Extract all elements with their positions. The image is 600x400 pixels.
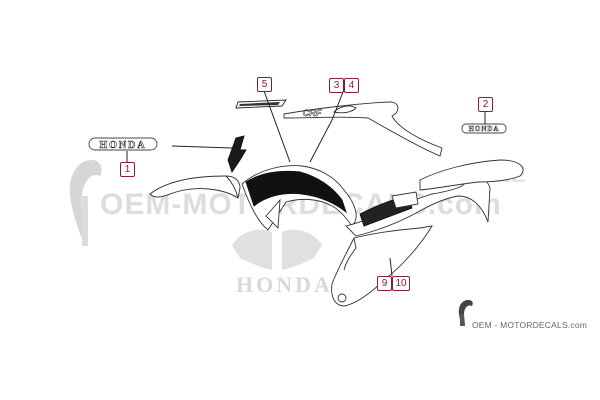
decal-honda-right-text: HONDA xyxy=(468,125,499,133)
part-side-panel xyxy=(345,177,491,237)
parts xyxy=(88,99,524,307)
watermark-brand-text: HONDA xyxy=(236,272,333,297)
part-rear-fender xyxy=(419,159,524,191)
callout-5: 5 xyxy=(257,77,272,92)
leader-910 xyxy=(389,257,393,277)
part-lower-shroud xyxy=(331,225,433,307)
callout-9: 9 xyxy=(377,276,392,291)
part-front-fender xyxy=(149,175,241,199)
leader-34 xyxy=(331,91,344,121)
decal-honda-right xyxy=(461,123,507,134)
watermark xyxy=(69,160,322,270)
decal-tank-logo-text: CRF xyxy=(303,108,322,118)
decal-honda-left xyxy=(88,137,158,151)
callout-1: 1 xyxy=(120,162,135,177)
decal-honda-left-text: HONDA xyxy=(99,140,146,151)
decal-tank-strip xyxy=(283,101,443,157)
watermark-bird-icon xyxy=(69,160,102,245)
leader-shroud xyxy=(171,145,233,149)
callout-2: 2 xyxy=(478,97,493,112)
footer-site-text: OEM - MOTORDECALS.com xyxy=(472,320,588,330)
part-shroud-dark xyxy=(227,135,247,174)
footer-logo-icon xyxy=(458,300,473,326)
callout-3: 3 xyxy=(329,78,344,93)
leader-5 xyxy=(263,90,291,163)
callout-10: 10 xyxy=(392,276,410,291)
watermark-wing-icon xyxy=(232,229,272,270)
callout-4: 4 xyxy=(344,78,359,93)
leader-lines xyxy=(126,90,486,277)
